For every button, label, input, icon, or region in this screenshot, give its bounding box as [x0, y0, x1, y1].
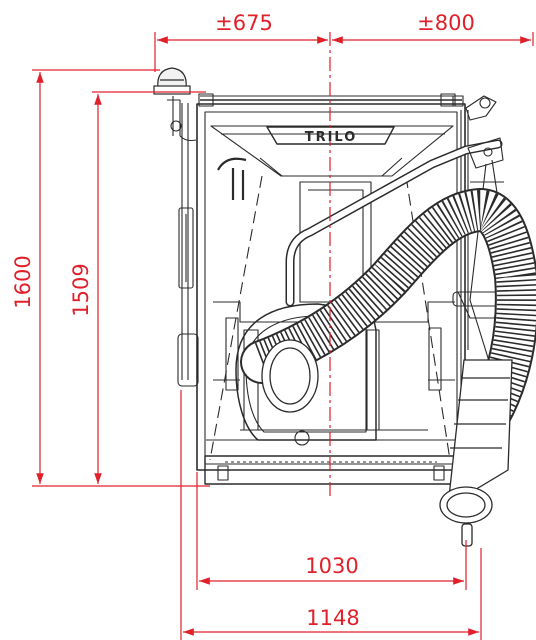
dim-text-width-total: 1148 [306, 606, 359, 630]
hopper-frame-inner [204, 111, 458, 465]
dim-text-top-left: ±675 [215, 11, 273, 35]
logo-plate [266, 126, 395, 145]
dim-text-top-right: ±800 [417, 11, 475, 35]
warning-beacon-icon [153, 67, 191, 95]
blower-bolt [294, 430, 310, 446]
dimension-lines [32, 32, 534, 640]
dim-text-height-body: 1509 [69, 263, 93, 316]
hopper-funnel [210, 125, 454, 177]
pivot-bracket [465, 95, 497, 121]
side-bracket-upper [178, 207, 194, 289]
hose-outlet [261, 339, 513, 547]
side-bracket-lower [177, 333, 199, 387]
t1-emblem [217, 157, 247, 200]
dim-text-width-inner: 1030 [305, 554, 358, 578]
corrugated-hose [240, 187, 536, 442]
dim-text-height-total: 1600 [11, 255, 35, 308]
brand-logo: TRILO [305, 130, 358, 145]
